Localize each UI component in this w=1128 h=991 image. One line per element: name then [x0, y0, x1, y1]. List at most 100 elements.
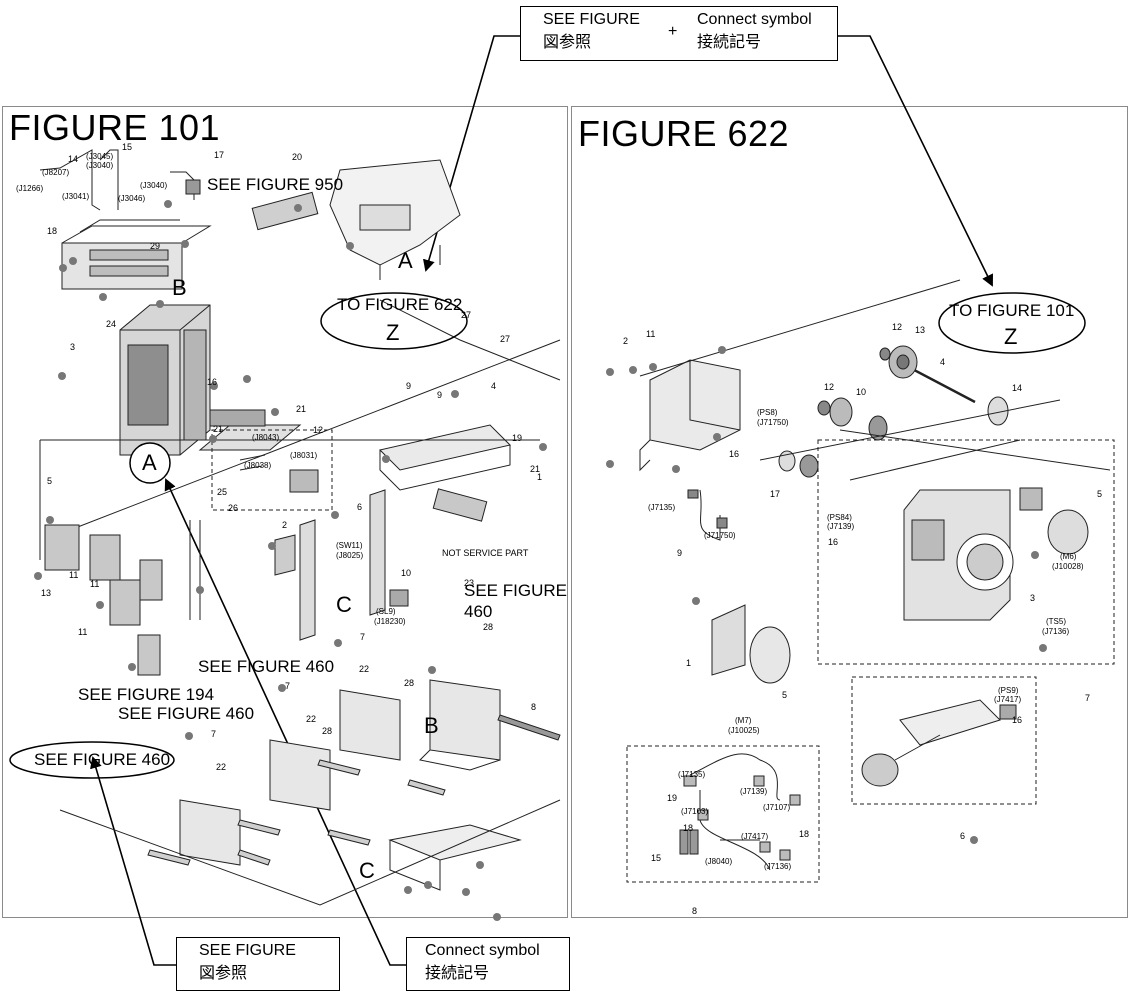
- figure-622-panel: [571, 106, 1128, 918]
- part-num: 12: [824, 382, 835, 392]
- connector-j3046: (J3046): [118, 194, 146, 203]
- leader-see-figure-top: [423, 35, 520, 272]
- figure-101-title: FIGURE 101: [9, 107, 221, 148]
- connector-j7136-b: (J7136): [764, 862, 792, 871]
- part-num: 21: [530, 464, 541, 474]
- legend-top-plus: +: [668, 23, 678, 40]
- legend-bottom-see-figure-ja: 図参照: [199, 965, 248, 982]
- connector-sw11: (SW11): [336, 541, 363, 550]
- connect-letter-a-top: A: [398, 248, 413, 273]
- legend-top-connect-ja: 接続記号: [697, 34, 762, 51]
- see-figure-950-label: SEE FIGURE 950: [207, 175, 344, 194]
- legend-top-see-figure-ja: 図参照: [543, 34, 592, 51]
- part-num: 20: [292, 152, 303, 162]
- connector-sl9: (SL9): [376, 607, 396, 616]
- leader-connect-bottom: [164, 478, 406, 966]
- part-num: 11: [646, 329, 656, 339]
- part-num: 10: [856, 387, 867, 397]
- part-num: 4: [491, 381, 497, 391]
- part-num: 12: [892, 322, 903, 332]
- part-num: 23: [464, 578, 475, 588]
- connector-j7103: (J7103): [681, 807, 709, 816]
- connector-j7417-b: (J7417): [741, 832, 769, 841]
- connector-ts5: (TS5): [1046, 617, 1066, 626]
- legend-top-box: SEE FIGURE 図参照 + Connect symbol 接続記号: [520, 6, 838, 61]
- connector-j71750-a: (J71750): [757, 418, 789, 427]
- part-num: 11: [69, 570, 79, 580]
- connector-j7139-b: (J7139): [740, 787, 768, 796]
- part-num: 12: [313, 425, 324, 435]
- part-num: 8: [692, 906, 698, 916]
- part-num: 5: [47, 476, 53, 486]
- connector-j3040-b: (J3040): [140, 181, 168, 190]
- part-num: 18: [683, 823, 694, 833]
- part-num: 28: [322, 726, 333, 736]
- part-num: 2: [282, 520, 288, 530]
- connector-j8038: (J8038): [244, 461, 272, 470]
- part-num: 27: [500, 334, 511, 344]
- part-num: 4: [940, 357, 946, 367]
- legend-top-connect-en: Connect symbol: [697, 11, 812, 28]
- part-num: 22: [216, 762, 227, 772]
- part-num: 17: [214, 150, 225, 160]
- figure-622-title: FIGURE 622: [578, 113, 790, 154]
- connector-j7136-a: (J7136): [1042, 627, 1070, 636]
- to-figure-101-label: TO FIGURE 101: [949, 301, 1075, 320]
- legend-bottom-connect-en: Connect symbol: [425, 942, 540, 959]
- part-num: 8: [531, 702, 537, 712]
- part-num: 3: [1030, 593, 1036, 603]
- part-num: 9: [677, 548, 683, 558]
- part-num: 21: [213, 424, 224, 434]
- see-figure-460-right-line2: 460: [464, 602, 493, 621]
- part-num: 18: [799, 829, 810, 839]
- connector-j8207: (J8207): [42, 168, 70, 177]
- connect-letter-b-low: B: [424, 713, 439, 738]
- part-num: 22: [306, 714, 317, 724]
- legend-bottom-see-figure-en: SEE FIGURE: [199, 942, 296, 959]
- see-figure-194-label: SEE FIGURE 194: [78, 685, 215, 704]
- part-num: 9: [406, 381, 412, 391]
- part-num: 13: [915, 325, 926, 335]
- connect-symbol-z-622: Z: [1004, 324, 1018, 349]
- connector-j3045: (J3045): [86, 152, 114, 161]
- leader-connect-top: [838, 35, 993, 287]
- part-num: 28: [483, 622, 494, 632]
- legend-top-see-figure-en: SEE FIGURE: [543, 11, 640, 28]
- connect-letter-c-low: C: [359, 858, 375, 883]
- part-num: 3: [70, 342, 76, 352]
- part-num: 17: [770, 489, 781, 499]
- part-num: 29: [150, 241, 161, 251]
- connector-j8043: (J8043): [252, 433, 280, 442]
- see-figure-460-mid-label: SEE FIGURE 460: [198, 657, 335, 676]
- connect-symbol-z-101: Z: [386, 320, 400, 345]
- part-num: 11: [90, 579, 100, 589]
- connector-j7135-a: (J7135): [648, 503, 676, 512]
- part-num: 2: [623, 336, 629, 346]
- part-num: 25: [217, 487, 228, 497]
- connector-j8025: (J8025): [336, 551, 364, 560]
- connector-j71750-b: (J71750): [704, 531, 736, 540]
- part-num: 15: [651, 853, 662, 863]
- part-num: 28: [404, 678, 415, 688]
- see-figure-460-low-label: SEE FIGURE 460: [118, 704, 255, 723]
- part-num: 6: [357, 502, 363, 512]
- part-num: 14: [68, 154, 79, 164]
- part-num: 19: [512, 433, 523, 443]
- legend-bottom-see-figure-box: SEE FIGURE 図参照: [176, 937, 340, 991]
- leader-see-figure-bottom: [90, 756, 176, 966]
- connector-m6: (M6): [1060, 552, 1077, 561]
- legend-bottom-connect-box: Connect symbol 接続記号: [406, 937, 570, 991]
- part-num: 21: [296, 404, 307, 414]
- to-figure-622-label: TO FIGURE 622: [337, 295, 463, 314]
- part-num: 26: [228, 503, 239, 513]
- part-num: 13: [41, 588, 52, 598]
- connector-j10028: (J10028): [1052, 562, 1084, 571]
- connect-letter-c-mid: C: [336, 592, 352, 617]
- not-service-part-label: NOT SERVICE PART: [442, 548, 529, 558]
- part-num: 7: [360, 632, 366, 642]
- part-num: 15: [122, 142, 133, 152]
- part-num: 1: [537, 472, 543, 482]
- connector-ps8: (PS8): [757, 408, 778, 417]
- part-num: 5: [1097, 489, 1103, 499]
